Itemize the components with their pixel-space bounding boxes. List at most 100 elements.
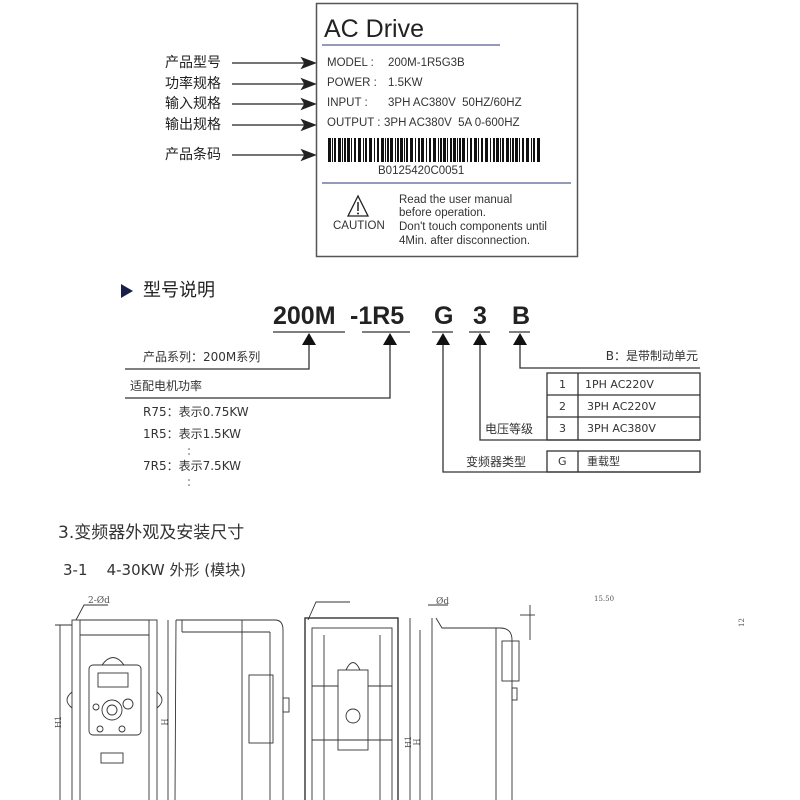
barcode-bar [506, 138, 509, 162]
barcode-bar [332, 138, 333, 162]
barcode-bar [447, 138, 448, 162]
barcode-bar [453, 138, 456, 162]
dim-label: Ød [436, 597, 450, 607]
type-code: G [558, 455, 567, 468]
barcode-bar [395, 138, 396, 162]
barcode-bar [440, 138, 442, 162]
barcode-bar [338, 138, 341, 162]
model-key: MODEL : [327, 57, 374, 69]
type-label: 变频器类型 [466, 455, 527, 469]
code-power: -1R5 [350, 302, 405, 330]
barcode-bar [467, 138, 468, 162]
barcode-bar [485, 138, 488, 162]
power-example: 1R5：表示1.5KW [143, 427, 241, 441]
barcode-bar [490, 138, 491, 162]
model-heading: 型号说明 [143, 280, 215, 301]
barcode-bar [496, 138, 499, 162]
barcode-bar [342, 138, 343, 162]
section-subtitle: 3-1 4-30KW 外形 (模块) [63, 561, 246, 579]
voltage-code: 3 [559, 422, 566, 435]
barcode-bar [481, 138, 483, 162]
callout-output: 输出规格 [165, 117, 221, 133]
code-type: G [434, 302, 454, 330]
caution-line: Read the user manual [399, 194, 513, 206]
barcode-bar [334, 138, 336, 162]
code-brake: B [512, 302, 531, 330]
barcode-bar [347, 138, 350, 162]
barcode-bar [502, 138, 504, 162]
barcode-bar [459, 138, 461, 162]
callout-barcode: 产品条码 [165, 147, 221, 163]
barcode-bar [522, 138, 524, 162]
barcode-bar [478, 138, 479, 162]
voltage-desc: 3PH AC380V [587, 422, 656, 435]
barcode-bar [377, 138, 379, 162]
barcode-bar [519, 138, 520, 162]
barcode-bar [369, 138, 372, 162]
power-example: R75：表示0.75KW [143, 405, 249, 419]
output-key: OUTPUT : [327, 117, 381, 129]
barcode-bar [426, 138, 427, 162]
barcode-bar [374, 138, 375, 162]
barcode-bar [410, 138, 413, 162]
barcode-bar [415, 138, 416, 162]
model-value: 200M-1R5G3B [388, 57, 465, 69]
callout-power: 功率规格 [165, 76, 221, 92]
barcode-bar [363, 138, 364, 162]
barcode-bar [443, 138, 446, 162]
caution-label: CAUTION [333, 220, 385, 232]
barcode [328, 138, 540, 162]
voltage-desc: 3PH AC220V [587, 400, 656, 413]
dim-label: 2-Ød [88, 596, 110, 606]
barcode-text: B0125420C0051 [378, 165, 465, 177]
barcode-bar [358, 138, 361, 162]
barcode-bar [351, 138, 352, 162]
power-value: 1.5KW [388, 77, 423, 89]
dim-label: H [160, 718, 170, 726]
caution-line: Don't touch components until [399, 221, 547, 233]
power-note: 适配电机功率 [130, 379, 203, 393]
barcode-bar [404, 138, 405, 162]
barcode-bar [433, 138, 436, 162]
nameplate-title: AC Drive [324, 15, 425, 43]
barcode-bar [365, 138, 367, 162]
barcode-bar [344, 138, 346, 162]
barcode-bar [381, 138, 384, 162]
code-voltage: 3 [473, 302, 487, 330]
caution-line: 4Min. after disconnection. [399, 235, 531, 247]
caution-line: before operation. [399, 207, 486, 219]
voltage-code: 1 [559, 378, 566, 391]
brake-note: B：是带制动单元 [605, 349, 698, 363]
barcode-bar [385, 138, 386, 162]
barcode-bar [450, 138, 452, 162]
barcode-bar [493, 138, 495, 162]
barcode-bar [512, 138, 514, 162]
voltage-label: 电压等级 [485, 422, 534, 436]
barcode-bar [328, 138, 331, 162]
input-value: 3PH AC380V 50HZ/60HZ [388, 97, 522, 109]
barcode-bar [531, 138, 532, 162]
input-key: INPUT : [327, 97, 368, 109]
callout-model: 产品型号 [165, 55, 221, 71]
series-note: 产品系列：200M系列 [143, 350, 261, 364]
dim-label: H1 [54, 715, 64, 729]
barcode-bar [515, 138, 518, 162]
section-title: 3.变频器外观及安装尺寸 [58, 523, 245, 543]
power-key: POWER : [327, 77, 377, 89]
dim-label: 15.50 [594, 595, 615, 603]
dim-label: H [412, 738, 422, 746]
callout-input: 输入规格 [165, 96, 221, 112]
barcode-bar [418, 138, 420, 162]
code-series: 200M [273, 302, 336, 330]
barcode-bar [533, 138, 535, 162]
barcode-bar [438, 138, 439, 162]
barcode-bar [462, 138, 465, 162]
voltage-code: 2 [559, 400, 566, 413]
type-desc: 重载型 [587, 455, 620, 468]
barcode-bar [354, 138, 356, 162]
barcode-bar [526, 138, 529, 162]
output-value: 3PH AC380V 5A 0-600HZ [384, 117, 520, 129]
barcode-bar [537, 138, 540, 162]
